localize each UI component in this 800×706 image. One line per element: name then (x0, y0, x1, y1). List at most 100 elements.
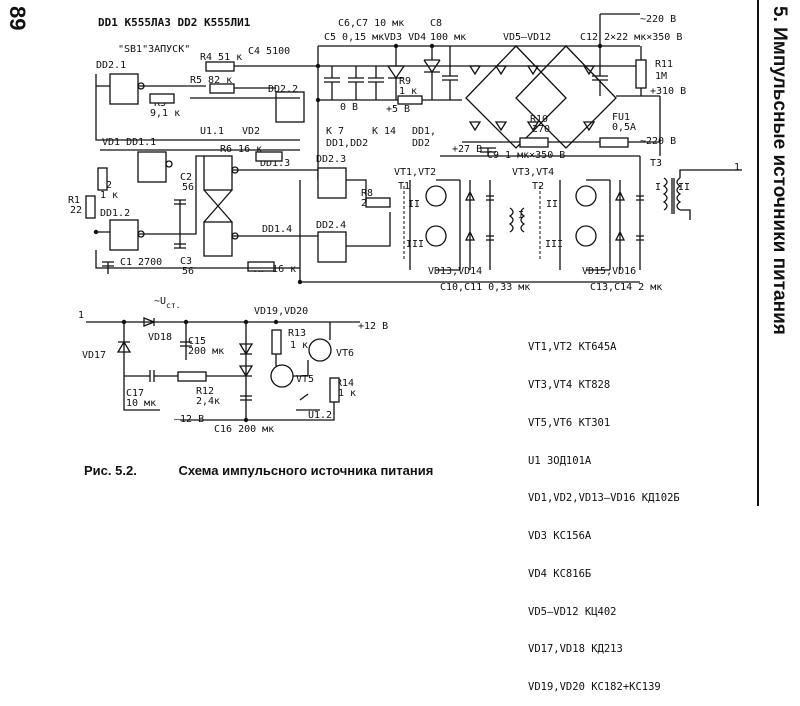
t2-winding-III: III (545, 239, 563, 250)
ac-top-label: ~220 В (640, 14, 676, 25)
vd19vd20-label: VD19,VD20 (254, 306, 308, 317)
plus5-label: +5 В (386, 104, 410, 115)
plus12-label: +12 В (358, 321, 388, 332)
parts-list-item: VD4 КС816Б (528, 567, 592, 580)
dd1-b-label: DD1, (412, 126, 436, 137)
logic-gates (85, 61, 391, 274)
t3-label: T3 (650, 158, 662, 169)
vd17-label: VD17 (82, 350, 106, 361)
dd13-label: DD1.3 (260, 158, 290, 169)
junction-dots (93, 43, 603, 423)
sidebar-rule (757, 0, 759, 506)
r7-label: R7 16 к (254, 264, 296, 275)
r14-value: 1 к (338, 388, 356, 399)
parts-list-item: VD1,VD2,VD13–VD16 КД102Б (528, 492, 680, 505)
r1-value: 22 (70, 205, 82, 216)
t3-winding-II: II (678, 182, 690, 193)
r13-label: R13 (288, 328, 306, 339)
u11-label: U1.1 (200, 126, 224, 137)
figure-number: Рис. 5.2. (84, 463, 137, 478)
vd18-label: VD18 (148, 332, 172, 343)
r9-value: 1 к (399, 86, 417, 97)
fu1-value: 0,5A (612, 122, 636, 133)
dd1dd2-label: DD1,DD2 (326, 138, 368, 149)
parts-list-item: U1 3ОД101А (528, 454, 592, 467)
dd23-label: DD2.3 (316, 154, 346, 165)
c17-label: C17 (126, 388, 144, 399)
c8-label: C8 (430, 18, 442, 29)
t2-winding-II: II (546, 199, 558, 210)
k7-label: K 7 (326, 126, 344, 137)
parts-list-item: VD19,VD20 КС182+КС139 (528, 681, 661, 694)
v310-label: +310 В (650, 86, 686, 97)
vt5-label: VT5 (296, 374, 314, 385)
wiring (299, 13, 742, 283)
r11-label: R11 (655, 59, 673, 70)
vd5-vd12-label: VD5–VD12 (503, 32, 551, 43)
schematic-diagram: DD1 K555ЛА3 DD2 K555ЛИ1 "SB1"ЗАПУСК" C4 … (68, 13, 742, 435)
r2-value: 1 к (100, 190, 118, 201)
zero-volt-label: 0 В (340, 102, 358, 113)
parts-list-item: VD3 КС156А (528, 530, 592, 543)
dd21-label: DD2.1 (96, 60, 126, 71)
c16-label: C16 200 мк (214, 424, 274, 435)
parts-list-item: VT1,VT2 KT645A (528, 341, 617, 354)
dd14-label: DD1.4 (262, 224, 292, 235)
c17-value: 10 мк (126, 398, 156, 409)
r3-value: 9,1 к (150, 108, 180, 119)
parts-list-item: VD17,VD18 КД213 (528, 643, 623, 656)
r10-value: 270 (532, 124, 550, 135)
dd24-label: DD2.4 (316, 220, 346, 231)
dd12-label: DD1.2 (100, 208, 130, 219)
r11-value: 1M (655, 71, 667, 82)
r4-label: R4 51 к (200, 52, 242, 63)
parts-list-item: VD5–VD12 КЦ402 (528, 605, 617, 618)
vt3vt4-label: VT3,VT4 (512, 167, 554, 178)
sb1-label: "SB1"ЗАПУСК" (118, 44, 190, 55)
u12-label: U1.2 (308, 410, 332, 421)
c3-label: C3 (180, 256, 192, 267)
t3-winding-I: I (655, 182, 661, 193)
dd22-label: DD2.2 (268, 84, 298, 95)
r14-label: R14 (336, 378, 354, 389)
vt1vt2-label: VT1,VT2 (394, 167, 436, 178)
k14-label: K 14 (372, 126, 396, 137)
regulator-circuit (86, 317, 360, 421)
figure-caption: Рис. 5.2. Схема импульсного источника пи… (84, 463, 433, 478)
parts-list: VT1,VT2 KT645A VT3,VT4 KT828 VT5,VT6 KT3… (528, 316, 680, 706)
c10-label: C10,C11 0,33 мк (440, 282, 530, 293)
dd2-b-label: DD2 (412, 138, 430, 149)
c5-label: C5 0,15 мк (324, 32, 384, 43)
r9-label: R9 (399, 76, 411, 87)
vd15-label: VD15,VD16 (582, 266, 636, 277)
t2-label: T2 (532, 181, 544, 192)
c2-value: 56 (182, 182, 194, 193)
r5-label: R5 82 к (190, 75, 232, 86)
figure-title: Схема импульсного источника питания (178, 463, 434, 478)
chapter-title: 5. Импульсные источники питания (769, 6, 790, 335)
r1-label: R1 (68, 195, 80, 206)
c12-label: C12 2×22 мк×350 В (580, 32, 682, 43)
c6c7-label: C6,C7 10 мк (338, 18, 404, 29)
vd3vd4-label: VD3 VD4 (384, 32, 426, 43)
vd13-label: VD13,VD14 (428, 266, 482, 277)
parts-list-item: VT5,VT6 KT301 (528, 416, 611, 429)
t1-winding-II: II (408, 199, 420, 210)
c4-label: C4 5100 (248, 46, 290, 57)
r8-label: R8 (361, 188, 373, 199)
c13-label: C13,C14 2 мк (590, 282, 662, 293)
r10-label: R10 (530, 114, 548, 125)
c3-value: 56 (182, 266, 194, 277)
t1-winding-III: III (406, 239, 424, 250)
plus27-label: +27 В (452, 144, 482, 155)
r12-value: 2,4к (196, 396, 220, 407)
reg-input-1-label: 1 (78, 310, 84, 321)
fu1-label: FU1 (612, 112, 630, 123)
r12-label: R12 (196, 386, 214, 397)
t1-winding-I: I (518, 210, 524, 221)
vd2-label: VD2 (242, 126, 260, 137)
c1-label: C1 2700 (120, 257, 162, 268)
r13-value: 1 к (290, 340, 308, 351)
dd-types-label: DD1 K555ЛА3 DD2 K555ЛИ1 (98, 16, 251, 29)
ust-label: ~Uст. (154, 296, 181, 310)
